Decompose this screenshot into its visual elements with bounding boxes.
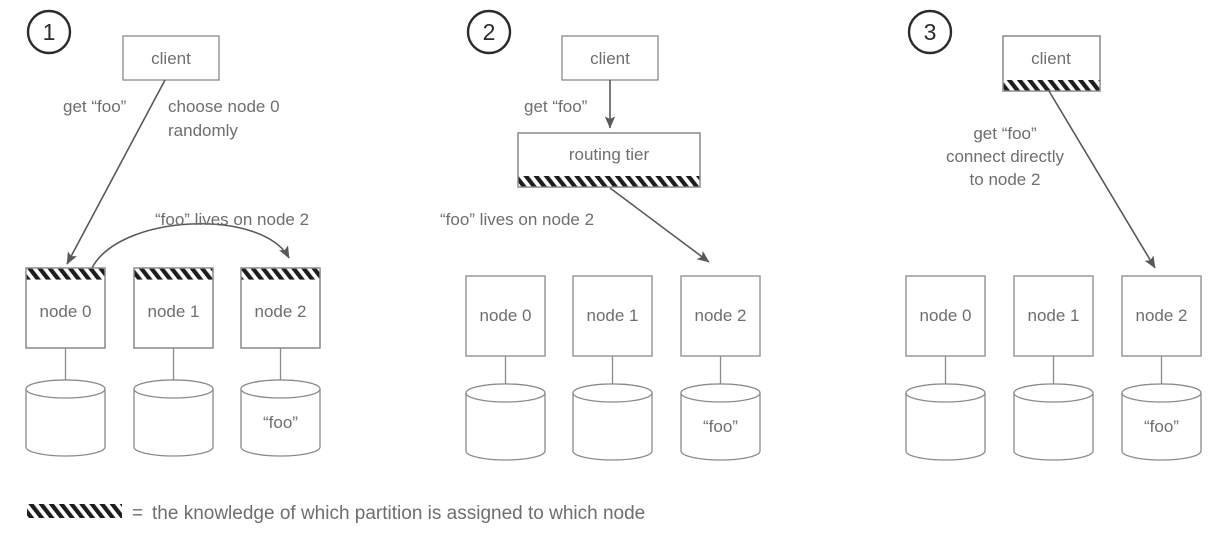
panel-1-node-1-database [133,379,214,457]
panel-2-routing-tier-box: routing tier [517,132,701,188]
panel-3-node-0: node 0 [905,275,986,461]
panel-2-client-label: client [590,49,630,68]
panel-3-node-0-label: node 0 [920,306,972,325]
panel-1-get-foo-label: get “foo” [63,97,127,116]
panel-2-node-0-database [465,383,546,461]
panel-2-number-badge: 2 [466,9,512,55]
panel-1-node-2-label: node 2 [255,302,307,321]
panel-2-node-2-database: “foo” [680,383,761,461]
panel-1-node-0: node 0 [25,267,106,457]
panel-3-connect-line3: to node 2 [970,170,1041,189]
panel-1-number-badge: 1 [26,9,72,55]
panel-1-node-2-db-label: “foo” [263,413,298,432]
panel-3-number: 3 [924,19,937,45]
panel-1-choose-node-line1: choose node 0 [168,97,280,116]
panel-2-node-1-database [572,383,653,461]
panel-3-number-badge: 3 [907,9,953,55]
panel-3-node-1-database [1013,383,1094,461]
panel-1-node0-to-node2-arrow [91,222,290,269]
panel-2-node-0-label: node 0 [480,306,532,325]
panel-3-node-1-label: node 1 [1028,306,1080,325]
panel-1-node-1: node 1 [133,267,214,457]
legend-equals-sign: = [132,503,143,524]
panel-3-node-2-database: “foo” [1121,383,1202,461]
panel-2-node-2-db-label: “foo” [703,417,738,436]
panel-2: 2 client get “foo” routing tier “foo” li… [440,9,761,461]
panel-1-node-2: node 2 “foo” [240,267,321,457]
panel-1-client-box: client [122,35,220,81]
panel-1-foo-lives-label: “foo” lives on node 2 [155,210,309,229]
panel-1-node-0-hatch-band [26,268,105,280]
panel-1-node-1-label: node 1 [148,302,200,321]
panel-2-node-2-label: node 2 [695,306,747,325]
panel-3-client-to-node2-arrow [1048,90,1156,269]
panel-1-node-0-label: node 0 [40,302,92,321]
panel-2-router-to-node2-arrow [609,187,710,263]
panel-2-node-1: node 1 [572,275,653,461]
panel-3-client-label: client [1031,49,1071,68]
panel-1-choose-node-line2: randomly [168,121,238,140]
panel-3-client-hatch-band [1003,80,1100,91]
panel-3-node-0-database [905,383,986,461]
panel-2-node-1-label: node 1 [587,306,639,325]
panel-2-node-0: node 0 [465,275,546,461]
panel-3-get-foo-line1: get “foo” [973,124,1037,143]
panel-1-client-to-node0-arrow [66,79,166,265]
panel-1-client-label: client [151,49,191,68]
panel-3-node-2: node 2 “foo” [1121,275,1202,461]
panel-3-connect-line2: connect directly [946,147,1065,166]
panel-2-routing-tier-hatch-band [518,176,700,187]
panel-2-foo-lives-label: “foo” lives on node 2 [440,210,594,229]
panel-3-node-1: node 1 [1013,275,1094,461]
panel-1: 1 client get “foo” choose node 0 randoml… [25,9,321,457]
legend: = the knowledge of which partition is as… [27,503,645,524]
panel-1-node-2-database: “foo” [240,379,321,457]
panel-3: 3 client get “foo” connect directly to n… [905,9,1202,461]
panel-3-node-2-db-label: “foo” [1144,417,1179,436]
legend-description: the knowledge of which partition is assi… [152,503,645,524]
panel-2-number: 2 [483,19,496,45]
legend-hatch-swatch-icon [27,504,122,518]
panel-2-node-2: node 2 “foo” [680,275,761,461]
panel-2-get-foo-label: get “foo” [524,97,588,116]
panel-3-node-2-label: node 2 [1136,306,1188,325]
panel-2-client-box: client [561,35,659,81]
panel-1-number: 1 [43,19,56,45]
panel-3-client-box: client [1002,35,1101,92]
panel-1-node-0-database [25,379,106,457]
panel-1-node-1-hatch-band [134,268,213,280]
panel-2-routing-tier-label: routing tier [569,145,650,164]
panel-1-node-2-hatch-band [241,268,320,280]
